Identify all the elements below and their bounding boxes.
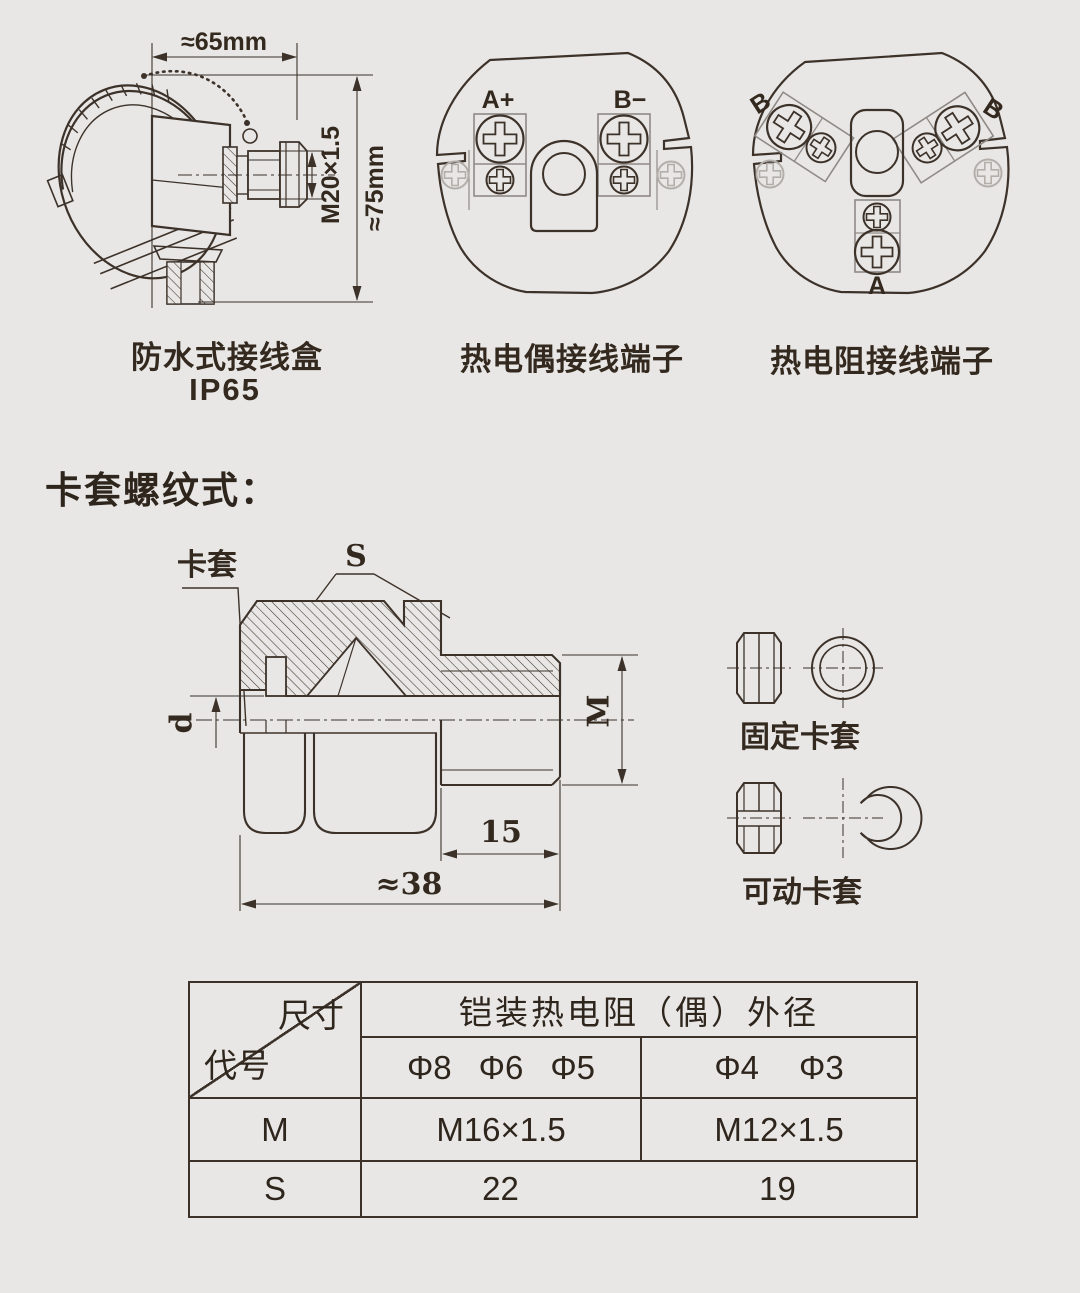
terminal-block-b [597, 113, 651, 197]
movable-ferrule-front-view [803, 778, 923, 858]
thermocouple-caption: 热电偶接线端子 [460, 342, 684, 377]
thread-length-dim: 15 [480, 815, 522, 850]
s-right-value: 19 [759, 1170, 796, 1207]
nut-hex-flat [242, 733, 307, 835]
thread-spec-label: M20×1.5 [317, 126, 345, 224]
section-heading: 卡套螺纹式： [45, 470, 279, 511]
ip-rating-label: IP65 [189, 372, 261, 407]
m-right-value: M12×1.5 [642, 1099, 916, 1162]
plug-dome [242, 128, 258, 144]
movable-ferrule-side-view [727, 782, 791, 854]
center-boss [849, 108, 905, 198]
fixed-ferrule-label: 固定卡套 [740, 720, 860, 754]
dia-8-label: Φ8 [406, 1048, 452, 1086]
head-outline [751, 51, 1010, 295]
s-value-row: 22 19 [362, 1162, 916, 1216]
terminal-b-minus-label: B− [614, 86, 647, 114]
terminal-pair-a [853, 199, 901, 276]
ferrule-label: 卡套 [177, 549, 237, 582]
compression-fitting-drawing: 卡套 S d M 15 ≈38 [165, 539, 638, 911]
corner-code-label: 代号 [204, 1047, 270, 1084]
table-header: 铠装热电阻（偶）外径 [362, 983, 916, 1038]
dia-3-label: Φ3 [799, 1048, 844, 1086]
corner-dim-label: 尺寸 [278, 997, 344, 1034]
junction-box-drawing: ≈65mm M20×1.5 ≈75mm [46, 28, 389, 308]
terminal-a-plus-label: A+ [482, 86, 515, 114]
fixed-ferrule-front-view [803, 628, 883, 708]
cap-ribs [60, 83, 170, 151]
cap-chain [142, 70, 250, 126]
m-left-value: M16×1.5 [362, 1099, 642, 1162]
dimension-table: 尺寸 代号 铠装热电阻（偶）外径 Φ8 Φ6 Φ5 Φ4 Φ3 M M16×1.… [188, 981, 918, 1218]
terminal-block-a [473, 113, 527, 197]
total-length-dim: ≈38 [376, 867, 443, 902]
junction-box-caption: 防水式接线盒 [131, 340, 323, 375]
thermocouple-terminal-drawing: A+ B− [435, 51, 694, 295]
probe-dia-label: d [165, 712, 200, 733]
side-screw-left [755, 159, 785, 189]
diameter-group-left: Φ8 Φ6 Φ5 [362, 1038, 642, 1099]
thread-dia-label: M [582, 694, 617, 727]
row-m-label: M [190, 1099, 362, 1162]
s-left-value: 22 [482, 1170, 519, 1207]
movable-ferrule-label: 可动卡套 [742, 876, 862, 909]
dia-6-label: Φ6 [478, 1048, 524, 1086]
rtd-a-label: A [868, 272, 886, 300]
rtd-terminal-drawing: B B A [745, 51, 1010, 300]
head-outline [435, 51, 694, 295]
dim-height-label: ≈75mm [361, 145, 389, 231]
dia-5-label: Φ5 [550, 1048, 596, 1086]
rtd-caption: 热电阻接线端子 [770, 344, 994, 379]
diameter-group-right: Φ4 Φ3 [642, 1038, 916, 1099]
ferrule-leader [182, 587, 247, 727]
dim-width-label: ≈65mm [181, 28, 267, 56]
body-hex-flat [312, 733, 438, 835]
section-body [238, 599, 562, 698]
table-corner-cell: 尺寸 代号 [190, 983, 362, 1099]
wrench-size-label: S [345, 539, 367, 574]
probe-tube [265, 656, 287, 697]
keyhole-slot [529, 139, 599, 233]
dia-4-label: Φ4 [714, 1048, 759, 1086]
side-screw-right [656, 160, 686, 190]
row-s-label: S [190, 1162, 362, 1216]
ferrule-legend: 固定卡套 可动卡套 [727, 628, 923, 909]
fixed-ferrule-side-view [727, 632, 791, 704]
terminal-pair-b-left [753, 91, 855, 183]
terminal-pair-b-right [891, 91, 995, 184]
ferrule-wedge [305, 636, 408, 697]
side-screw-left [440, 160, 470, 190]
side-screw-right [973, 158, 1003, 188]
